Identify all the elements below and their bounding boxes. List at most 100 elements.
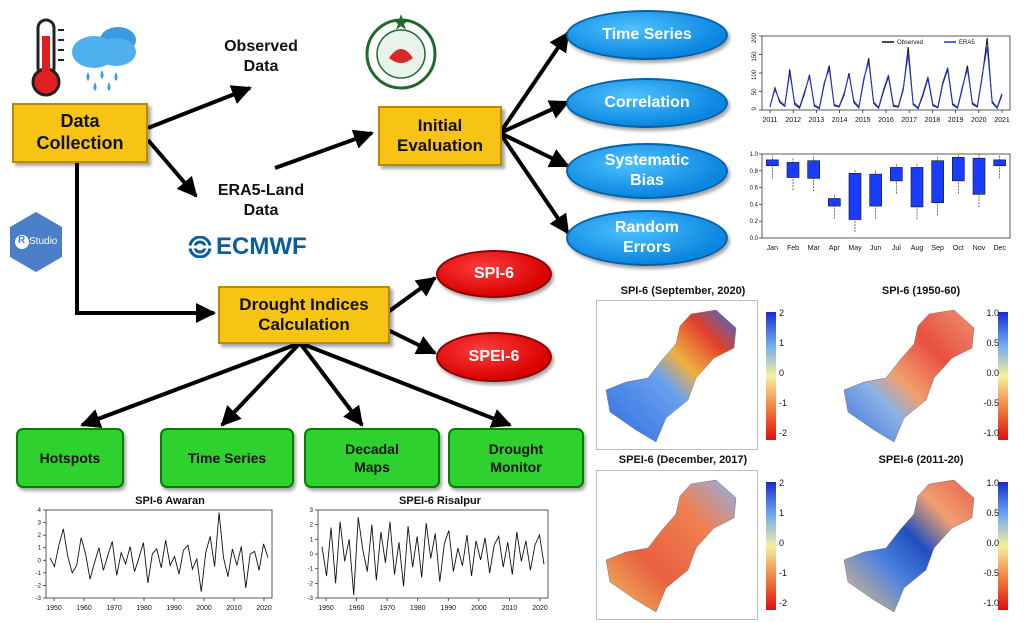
x-tick-label: Nov [973,245,986,252]
box-Feb [786,162,800,178]
y-tick-label: 1 [38,546,42,552]
x-tick-label: 2016 [878,117,894,124]
plot-frame [45,509,273,599]
y-tick-label: -3 [308,596,314,602]
y-tick-label: 150 [752,51,758,62]
systematic-bias-oval[interactable]: Systematic Bias [566,143,728,199]
ecmwf-logo: ECMWF [186,233,307,261]
x-tick-label: 2017 [901,117,917,124]
colorbar-label: 0 [779,538,785,548]
colorbar-label: 0.0 [986,368,999,378]
ecmwf-logo-text: ECMWF [216,233,307,260]
y-tick-label: 1.0 [750,152,759,158]
index-line [321,517,545,596]
hotspots-label: Hotspots [39,449,101,466]
y-tick-label: 2 [310,523,314,529]
box-Oct [952,157,965,182]
y-tick-label: 200 [752,32,758,43]
x-tick-label: Apr [829,245,841,252]
index-line [49,512,269,592]
y-tick-label: 4 [38,508,42,514]
y-tick-label: 50 [752,88,758,95]
drought-indices-node[interactable]: Drought Indices Calculation [218,286,390,344]
drought-monitor-box[interactable]: Drought Monitor [448,428,584,488]
colorbar-label: -1 [779,568,788,578]
spei6-oval[interactable]: SPEI-6 [436,332,552,382]
x-tick-label: Sep [931,245,944,252]
rstudio-logo: R Studio [8,210,64,274]
x-tick-label: 1960 [76,605,92,612]
colorbar-label: 2 [779,478,785,488]
map-spei6-dec2017 [596,470,758,620]
colorbar-label: 0.5 [986,338,999,348]
box-Sep [931,160,944,204]
x-tick-label: 2020 [971,117,987,124]
map-spi6-sep2020 [596,300,758,450]
random-errors-oval[interactable]: Random Errors [566,210,728,266]
correlation-oval-label: Correlation [604,94,690,111]
box-Mar [807,160,820,179]
initial-evaluation-label: Initial Evaluation [397,115,483,155]
y-tick-label: 0 [310,552,314,558]
x-tick-label: Jun [870,245,881,252]
spei6-oval-label: SPEI-6 [468,348,520,365]
spei6-risalpur-title: SPEI-6 Risalpur [399,495,481,507]
x-tick-label: 1980 [410,605,426,612]
colorbar-spi6-1950-60 [998,312,1008,440]
era5-land-data-node[interactable]: ERA5-Land Data [185,170,337,232]
y-tick-label: 0.4 [750,202,759,208]
colorbar-label: -0.5 [983,398,999,408]
x-tick-label: 1980 [136,605,152,612]
y-tick-label: 3 [38,521,42,527]
y-tick-label: 0.0 [750,236,759,242]
colorbar-label: 1.0 [986,478,999,488]
time-series-box[interactable]: Time Series [160,428,294,488]
colorbar-label: 1 [779,508,785,518]
rstudio-logo-r: R [18,235,26,246]
thermometer-icon [31,18,64,97]
correlation-oval[interactable]: Correlation [566,78,728,128]
y-tick-label: 3 [310,508,314,514]
x-tick-label: 1990 [166,605,182,612]
box-Jan [766,159,779,167]
systematic-bias-oval-label: Systematic Bias [604,152,690,189]
y-tick-label: 0.2 [750,219,759,225]
x-tick-label: Jan [767,245,778,252]
drought-monitor-label: Drought Monitor [488,440,544,475]
observed-data-node[interactable]: Observed Data [185,26,337,88]
era5-land-data-label: ERA5-Land Data [217,182,305,219]
x-tick-label: 2010 [226,605,242,612]
data-collection-label: Data Collection [36,111,124,153]
x-tick-label: 1960 [349,605,365,612]
meteorological-department-seal-icon [365,14,437,90]
initial-evaluation-node[interactable]: Initial Evaluation [378,106,502,166]
y-tick-label: 0 [752,106,758,110]
map-spi6-1950-60 [843,309,975,443]
x-tick-label: 1970 [379,605,395,612]
box-Apr [828,198,841,207]
box-Dec [993,159,1006,167]
data-collection-node[interactable]: Data Collection [12,103,148,163]
x-tick-label: May [848,245,862,252]
colorbar-label: 1 [779,338,785,348]
map-title-spi6-sep2020: SPI-6 (September, 2020) [620,285,746,297]
colorbar-label: 0.5 [986,508,999,518]
colorbar-spi6-sep2020 [766,312,776,440]
rain-cloud-icon [72,27,136,91]
time-series-oval[interactable]: Time Series [566,10,728,60]
drought-indices-label: Drought Indices Calculation [239,294,369,334]
hotspots-box[interactable]: Hotspots [16,428,124,488]
spi6-oval[interactable]: SPI-6 [436,250,552,298]
decadal-maps-box[interactable]: Decadal Maps [304,428,440,488]
box-Nov [972,157,986,195]
colorbar-label: 2 [779,308,785,318]
spi6-oval-label: SPI-6 [473,265,514,282]
legend-label: Observed [897,40,923,46]
decadal-maps-label: Decadal Maps [345,440,399,475]
y-tick-label: 0 [38,558,42,564]
